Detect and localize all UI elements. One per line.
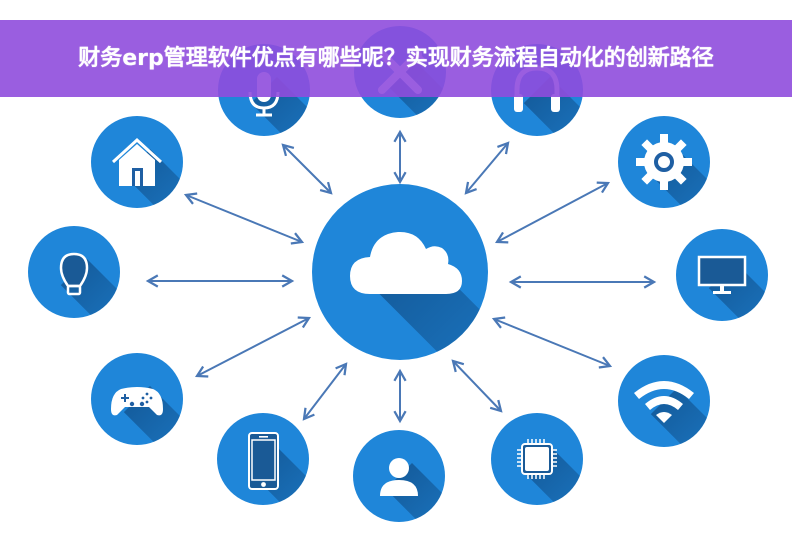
- node-lightbulb: [28, 226, 120, 318]
- node-home: [91, 116, 183, 208]
- wifi-icon: [634, 381, 694, 423]
- title-banner: 财务erp管理软件优点有哪些呢？实现财务流程自动化的创新路径: [0, 20, 792, 97]
- arrow-to-home: [183, 192, 305, 245]
- home-icon: [111, 137, 163, 186]
- cloud-icon: [350, 231, 462, 294]
- arrow-to-chip: [451, 359, 503, 413]
- arrow-to-settings: [495, 181, 610, 244]
- arrow-to-microphone: [281, 143, 333, 195]
- lightbulb-icon: [59, 252, 89, 296]
- node-gamepad: [91, 353, 183, 445]
- page-title: 财务erp管理软件优点有哪些呢？实现财务流程自动化的创新路径: [78, 45, 714, 71]
- node-user: [353, 430, 445, 522]
- user-icon: [380, 458, 418, 496]
- arrow-to-smartphone: [302, 362, 348, 421]
- node-chip: [491, 413, 583, 505]
- arrow-to-gamepad: [194, 316, 312, 378]
- chip-icon: [517, 439, 557, 479]
- monitor-icon: [697, 255, 747, 294]
- smartphone-icon: [248, 432, 279, 490]
- node-smartphone: [217, 413, 309, 505]
- cloud-hub: [312, 184, 488, 360]
- arrow-to-headphones: [464, 141, 510, 195]
- gear-icon: [636, 134, 692, 190]
- node-monitor: [676, 229, 768, 321]
- node-wifi: [618, 355, 710, 447]
- arrow-to-wifi: [491, 316, 613, 369]
- node-settings: [618, 116, 710, 208]
- gamepad-icon: [111, 387, 163, 416]
